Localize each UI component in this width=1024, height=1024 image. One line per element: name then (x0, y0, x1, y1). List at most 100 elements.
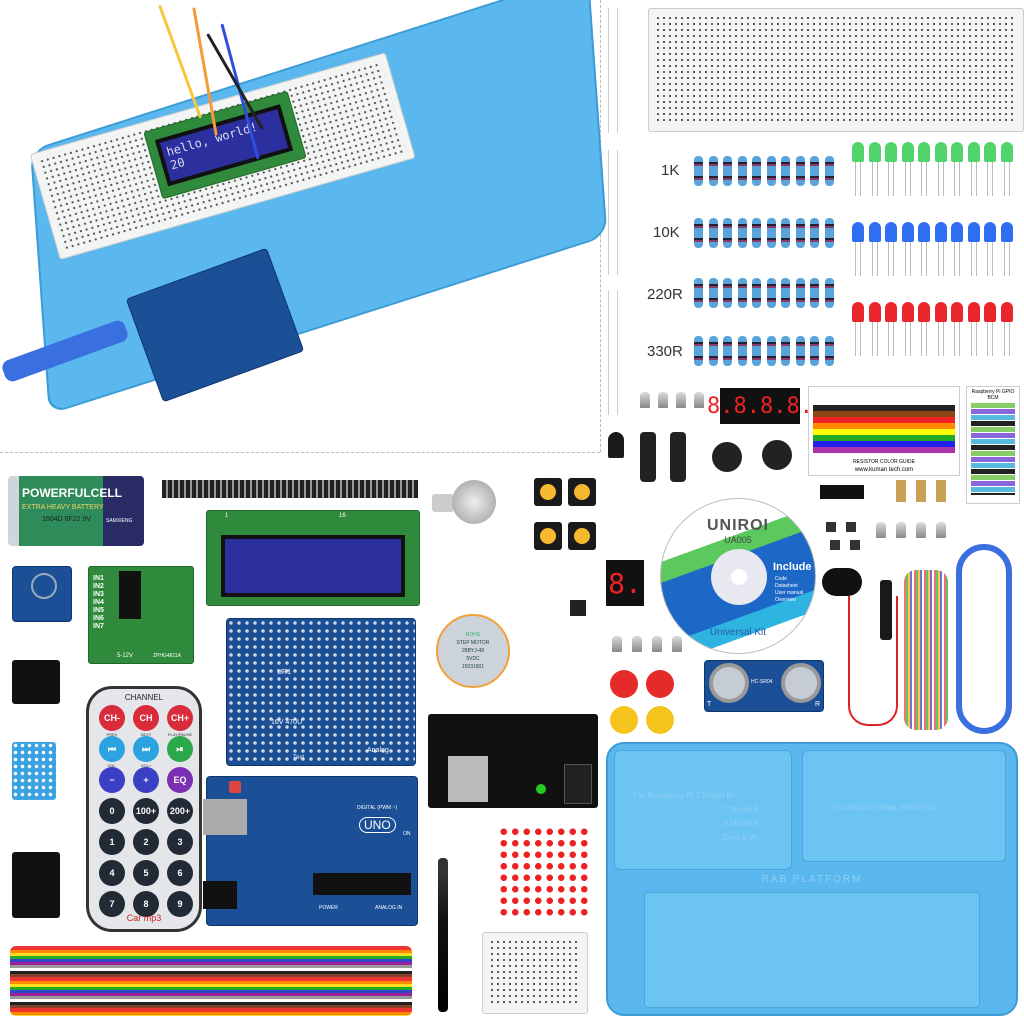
battery-model: 1604D 6F22 9V (42, 516, 92, 523)
remote-button[interactable]: ⏯ (167, 736, 193, 762)
remote-button[interactable]: 2 (133, 829, 159, 855)
button-cap-red (610, 670, 638, 698)
remote-button[interactable]: 4 (99, 860, 125, 886)
resistor (737, 218, 747, 248)
screw (936, 522, 946, 538)
remote-button[interactable]: 5 (133, 860, 159, 886)
led-red (967, 302, 980, 356)
led-dot-matrix (498, 826, 590, 918)
motor-brand: ROHS (465, 632, 481, 638)
remote-button-caption: VOL- (107, 763, 117, 768)
remote-button[interactable]: 8 (133, 891, 159, 917)
uno-logo: UNO (359, 817, 396, 833)
remote-button[interactable]: CH (133, 705, 159, 731)
resistor (737, 278, 747, 308)
lcd-pin-start: 1 (225, 513, 229, 519)
remote-button[interactable]: + (133, 767, 159, 793)
driver-code: ZPHG4811A (153, 653, 181, 659)
remote-button[interactable]: 7 (99, 891, 125, 917)
brass-standoff (916, 480, 926, 502)
seven-segment-1digit-text: 8. (608, 566, 642, 600)
resistor (824, 156, 834, 186)
jumper-cap (826, 522, 836, 532)
remote-button[interactable]: − (99, 767, 125, 793)
led-red (852, 302, 864, 356)
resistor-label-1k: 1K (661, 162, 680, 179)
resistor (766, 336, 776, 366)
led-red (918, 302, 930, 356)
lcd-pin-end: 16 (339, 513, 346, 519)
resistor (810, 278, 819, 308)
resistor (766, 278, 776, 308)
motor-line4: 15031801 (461, 664, 485, 670)
uno-board: UNO DIGITAL (PWM ~) ON POWER ANALOG IN (203, 776, 418, 926)
battery-maker: SAMXIENG (106, 518, 133, 524)
remote-button[interactable]: 9 (167, 891, 193, 917)
led-red (984, 302, 996, 356)
battery-snap-wire (848, 596, 898, 726)
remote-button[interactable]: 3 (167, 829, 193, 855)
remote-button[interactable]: ⏭ (133, 736, 159, 762)
resistor (752, 156, 761, 186)
battery-brand: POWERFULCELL (22, 486, 122, 500)
battery-9v: POWERFULCELL EXTRA HEAVY BATTERY 1604D 6… (8, 476, 144, 546)
rab-platform: For Raspberry Pi 1 Model B+ 2 Model B 3 … (606, 742, 1018, 1016)
remote-button[interactable]: 0 (99, 798, 125, 824)
jumper-cap (830, 540, 840, 550)
ultrasonic-model: HC-SR04 (751, 679, 773, 685)
kit-cd: UNIROI UA005 Include Code Datasheet User… (660, 498, 816, 654)
stepper-motor: ROHS STEP MOTOR 28BYJ-48 5VDC 15031801 (436, 614, 510, 688)
resistor-color-chart: RESISTOR COLOR GUIDE www.kuman tech.com (808, 386, 960, 476)
uno-analog-label: ANALOG IN (375, 905, 403, 911)
resistor-label-10k: 10K (653, 224, 680, 241)
assembled-kit-photo: hello, world! 20 (0, 0, 608, 450)
resistor (781, 156, 790, 186)
driver-pin-label: IN6 (93, 615, 104, 622)
led-blue (852, 222, 864, 276)
battery-snap-connector (822, 568, 862, 596)
resistor (752, 218, 761, 248)
prototype-shield: UR1 16V 470U Analog Test (226, 618, 416, 766)
led-red (951, 302, 963, 356)
remote-button[interactable]: CH+ (167, 705, 193, 731)
resistor (824, 278, 834, 308)
uno-power-label: POWER (319, 905, 338, 911)
screw (658, 392, 668, 408)
led-green (852, 142, 864, 196)
gpio-reference-card: Raspberry Pi GPIO BCM (966, 386, 1020, 504)
remote-button[interactable]: ⏮ (99, 736, 125, 762)
touch-sensor-module (12, 566, 72, 622)
led-blue (868, 222, 881, 276)
resistor (694, 278, 703, 308)
resistor (795, 156, 805, 186)
remote-button[interactable]: 200+ (167, 798, 193, 824)
remote-button[interactable]: 1 (99, 829, 125, 855)
resistor (708, 156, 718, 186)
proto-analog: Analog (367, 747, 389, 754)
resistor (723, 278, 732, 308)
resistor (752, 278, 761, 308)
remote-button[interactable]: 100+ (133, 798, 159, 824)
remote-button[interactable]: EQ (167, 767, 193, 793)
led-blue (967, 222, 980, 276)
remote-button[interactable]: CH- (99, 705, 125, 731)
driver-pin-label: IN2 (93, 583, 104, 590)
remote-button-caption: PREV (106, 732, 118, 737)
resistor (723, 156, 732, 186)
resistor (708, 218, 718, 248)
buzzer-passive (712, 442, 742, 472)
driver-pin-label: IN1 (93, 575, 104, 582)
led-blue (901, 222, 914, 276)
remote-button[interactable]: 6 (167, 860, 193, 886)
panel-divider-horizontal (0, 452, 600, 453)
button-cap-yellow (646, 706, 674, 734)
driver-pin-label: IN4 (93, 599, 104, 606)
led-blue (984, 222, 996, 276)
photoresistor (608, 8, 618, 133)
ultrasonic-t: T (707, 701, 712, 708)
driver-pin-label: IN3 (93, 591, 104, 598)
resistor (723, 218, 732, 248)
cd-include-title: Include (773, 561, 812, 573)
resistor (737, 336, 747, 366)
led-blue (1000, 222, 1013, 276)
